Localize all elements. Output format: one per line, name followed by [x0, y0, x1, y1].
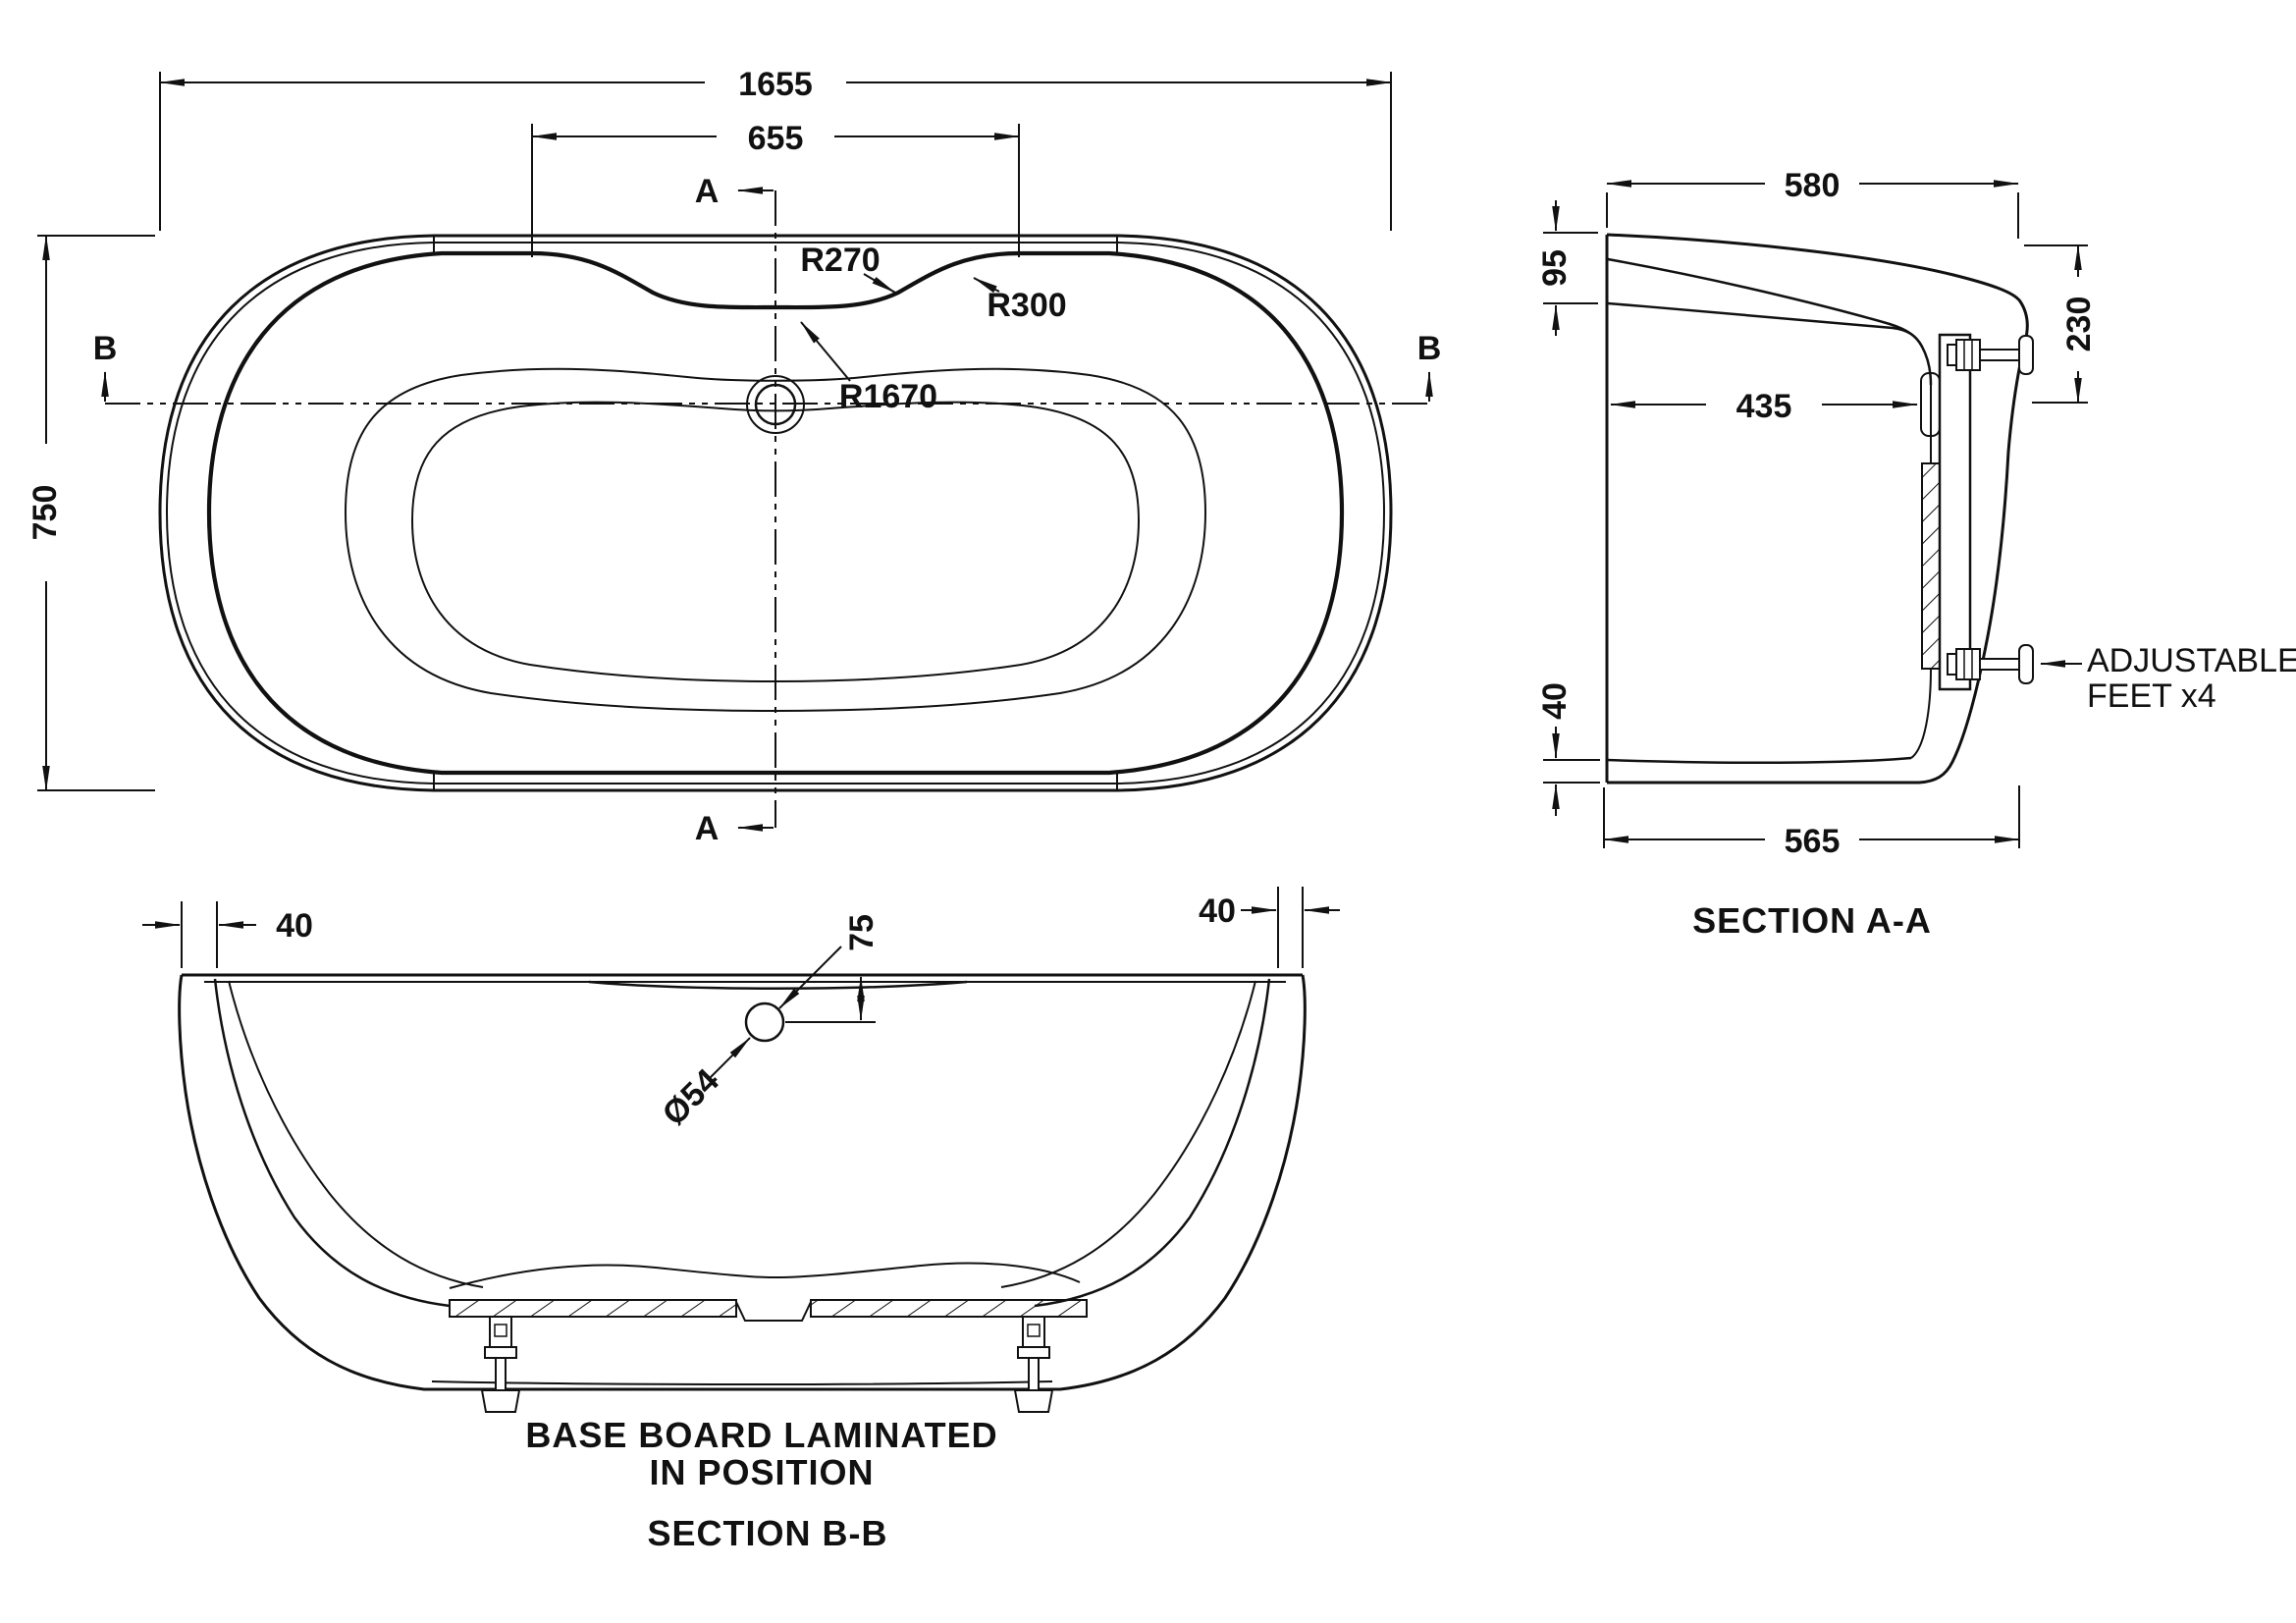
section-aa-title: SECTION A-A: [1692, 900, 1932, 941]
bb-inner-rim-left: [228, 980, 484, 1288]
dim-overall-width: 750: [24, 235, 155, 791]
adjustable-feet-note: ADJUSTABLE FEET x4: [2040, 642, 2296, 715]
section-bb-title: SECTION B-B: [648, 1513, 888, 1553]
bb-bottom-inner-line: [431, 1380, 1053, 1385]
bb-base-board-right: [810, 1299, 1088, 1318]
svg-text:R1670: R1670: [839, 378, 937, 415]
dim-end-height: 230: [2024, 244, 2100, 404]
svg-text:FEET x4: FEET x4: [2087, 677, 2216, 715]
svg-text:580: 580: [1785, 167, 1841, 204]
bb-base-board-left: [449, 1299, 737, 1318]
svg-text:R300: R300: [987, 287, 1066, 324]
aa-floor-inner: [1606, 756, 1912, 765]
section-bb-view: 40 40 75 Ø54 BASE BOARD LAMINATED IN POS…: [142, 887, 1340, 1553]
section-aa-view: 580 95 230 435 40: [1536, 163, 2296, 941]
dim-rim-lip-left: 40: [142, 901, 313, 968]
svg-text:435: 435: [1736, 388, 1792, 425]
aa-water-ledge: [1607, 301, 1933, 386]
dim-inner-width: 435: [1610, 385, 1918, 425]
section-b-left-label: B: [93, 330, 118, 367]
dim-backrest-span: 655: [531, 116, 1020, 257]
dim-top-width: 580: [1606, 163, 2019, 239]
bb-inner-wall-right: [1034, 978, 1271, 1308]
aa-foot-upper: [1947, 335, 2034, 375]
svg-text:ADJUSTABLE: ADJUSTABLE: [2087, 642, 2296, 679]
bb-inner-rim-right: [1000, 980, 1256, 1288]
plan-basin-upper-contour: [344, 367, 1207, 713]
bb-far-rim-dip: [588, 980, 968, 990]
dim-base-width: 565: [1603, 785, 2020, 860]
svg-text:40: 40: [276, 907, 313, 945]
bb-outer-shell: [178, 974, 1307, 1391]
bb-seat-wave: [449, 1262, 1081, 1289]
svg-text:40: 40: [1536, 682, 1574, 720]
bb-drain-recess: [735, 1301, 812, 1322]
svg-text:40: 40: [1199, 893, 1236, 930]
section-a-top-label: A: [695, 173, 720, 210]
plan-rim-seams: [433, 236, 1118, 790]
radius-labels: R270 R300 R1670: [800, 242, 1067, 415]
svg-text:230: 230: [2060, 297, 2098, 352]
aa-foot-lower: [1947, 644, 2034, 684]
bb-drain-hole: [744, 1001, 785, 1043]
dim-rim-lip-right: 40: [1199, 887, 1340, 968]
bb-inner-wall-left: [213, 978, 451, 1308]
aa-base-board-hatched: [1921, 462, 1941, 670]
bb-foot-left: [480, 1316, 521, 1413]
svg-text:R270: R270: [800, 242, 880, 279]
svg-text:75: 75: [843, 914, 881, 951]
plan-outer-rim-inner-line: [165, 242, 1386, 784]
base-board-note-line2: IN POSITION: [649, 1452, 874, 1492]
aa-inner-wall-bottom: [1910, 668, 1932, 759]
aa-rim-inner-slope: [1607, 257, 1924, 348]
svg-text:1655: 1655: [738, 66, 813, 103]
svg-text:750: 750: [27, 485, 64, 541]
aa-fixing-plate: [1938, 333, 1972, 691]
svg-text:655: 655: [748, 120, 804, 157]
plan-view: A A B B 1655 655 750: [24, 61, 1441, 847]
section-a-bottom-label: A: [695, 810, 720, 847]
svg-text:565: 565: [1785, 823, 1841, 860]
section-b-right-label: B: [1417, 330, 1442, 367]
dim-rim-depth: 95: [1536, 200, 1598, 336]
dim-overall-length: 1655: [159, 61, 1392, 231]
bb-foot-right: [1013, 1316, 1054, 1413]
dim-base-thickness: 40: [1536, 682, 1600, 816]
aa-outer-shell: [1606, 233, 2029, 784]
base-board-note-line1: BASE BOARD LAMINATED: [525, 1415, 997, 1455]
svg-text:95: 95: [1536, 249, 1574, 287]
dim-waste-offset: 75: [785, 914, 881, 1023]
